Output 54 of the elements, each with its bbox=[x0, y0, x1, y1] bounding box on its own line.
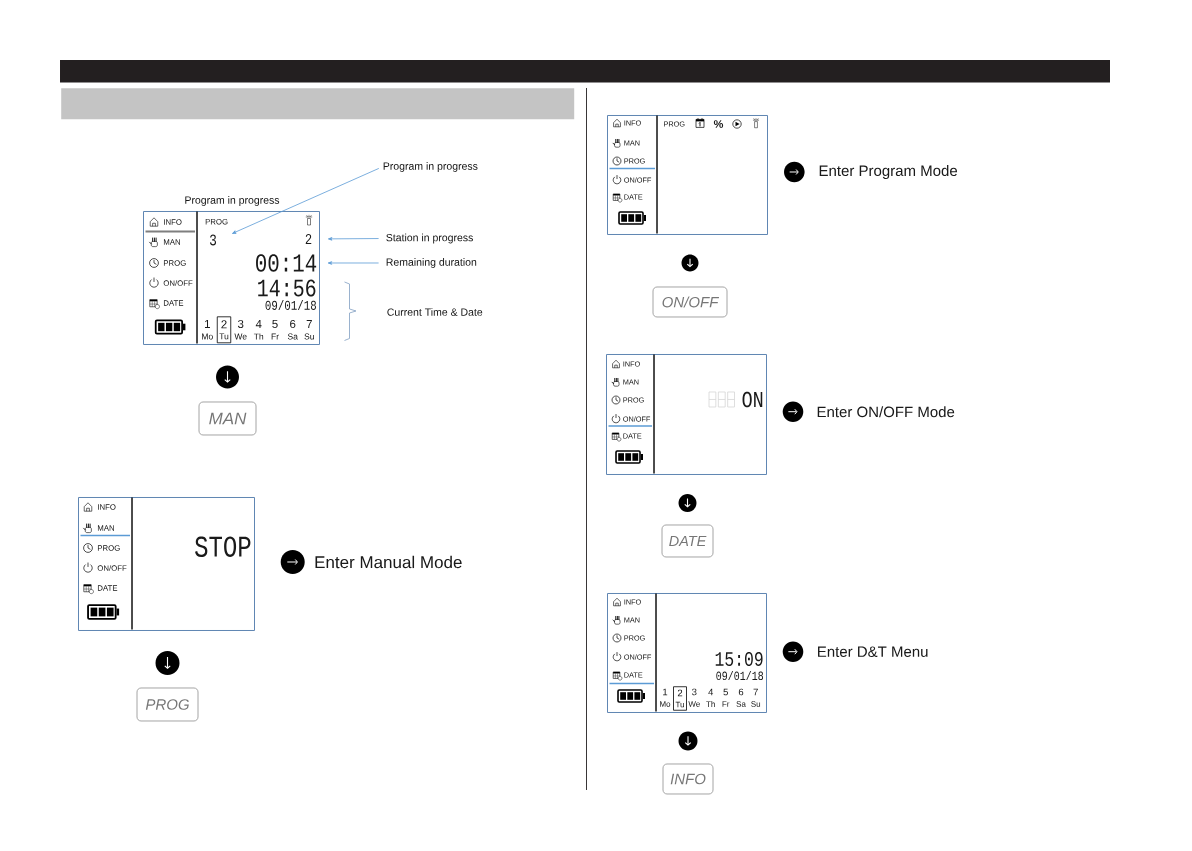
day-abbreviation: Su bbox=[751, 701, 761, 707]
lcd-readout: 15:09 bbox=[715, 652, 763, 666]
step-description: Enter ON/OFF Mode bbox=[817, 406, 955, 418]
day-abbreviation: Fr bbox=[722, 701, 730, 707]
day-abbreviation: We bbox=[688, 701, 700, 707]
lcd-readout: 09/01/18 bbox=[265, 300, 316, 310]
day-number: 4 bbox=[255, 320, 262, 328]
day-abbreviation: Su bbox=[304, 333, 314, 340]
annotation-text: Station in progress bbox=[386, 233, 473, 244]
day-abbreviation: Th bbox=[706, 701, 715, 707]
day-abbreviation: Mo bbox=[202, 333, 213, 340]
lcd-readout: 14:56 bbox=[258, 279, 316, 297]
day-abbreviation: Fr bbox=[271, 333, 279, 340]
button: MAN bbox=[198, 401, 257, 436]
day-number: 4 bbox=[708, 688, 714, 696]
leader-arrow bbox=[327, 237, 379, 241]
day-abbreviation: We bbox=[234, 333, 247, 340]
day-number: 3 bbox=[692, 688, 697, 696]
day-number: 7 bbox=[753, 688, 758, 696]
button: ON/OFF bbox=[652, 286, 728, 318]
step-description: Enter Manual Mode bbox=[315, 555, 462, 569]
screen-title: Program in progress bbox=[185, 196, 280, 206]
selected-day-box: 2 Tu bbox=[216, 316, 232, 344]
lcd-readout: 09/01/18 bbox=[716, 670, 764, 681]
lcd-readout: STOP bbox=[195, 536, 251, 557]
step-description: Enter Program Mode bbox=[819, 165, 958, 179]
day-number: 6 bbox=[738, 688, 744, 696]
lcd-readout: ON bbox=[742, 391, 763, 408]
day-number: 1 bbox=[205, 320, 210, 328]
day-number: 1 bbox=[663, 688, 668, 696]
leader-arrow bbox=[232, 168, 380, 234]
day-abbreviation: Mo bbox=[660, 701, 671, 707]
day-number: 6 bbox=[290, 319, 296, 329]
day-abbreviation: Sa bbox=[287, 333, 298, 340]
annotation-text: Remaining duration bbox=[386, 258, 477, 268]
percent-symbol: % bbox=[713, 120, 724, 128]
section-bar bbox=[61, 88, 575, 120]
day-abbreviation: Th bbox=[253, 333, 264, 340]
annotation-text: Program in progress bbox=[383, 162, 478, 172]
step-description: Enter D&T Menu bbox=[818, 646, 928, 657]
button: INFO bbox=[662, 763, 714, 795]
day-number: 3 bbox=[237, 319, 244, 329]
lcd-readout: 00:14 bbox=[256, 254, 317, 272]
day-number: 5 bbox=[723, 688, 728, 696]
lcd-readout: 3 bbox=[209, 234, 217, 246]
selected-day-box: 2 Tu bbox=[673, 686, 687, 711]
button: DATE bbox=[661, 524, 714, 558]
day-number: 7 bbox=[306, 320, 312, 328]
lcd-readout: 2 bbox=[305, 234, 312, 244]
day-abbreviation: Sa bbox=[736, 701, 746, 707]
button: PROG bbox=[136, 687, 199, 722]
leader-arrow bbox=[327, 261, 379, 265]
day-number: 5 bbox=[272, 320, 278, 328]
annotation-text: Current Time & Date bbox=[387, 308, 483, 316]
